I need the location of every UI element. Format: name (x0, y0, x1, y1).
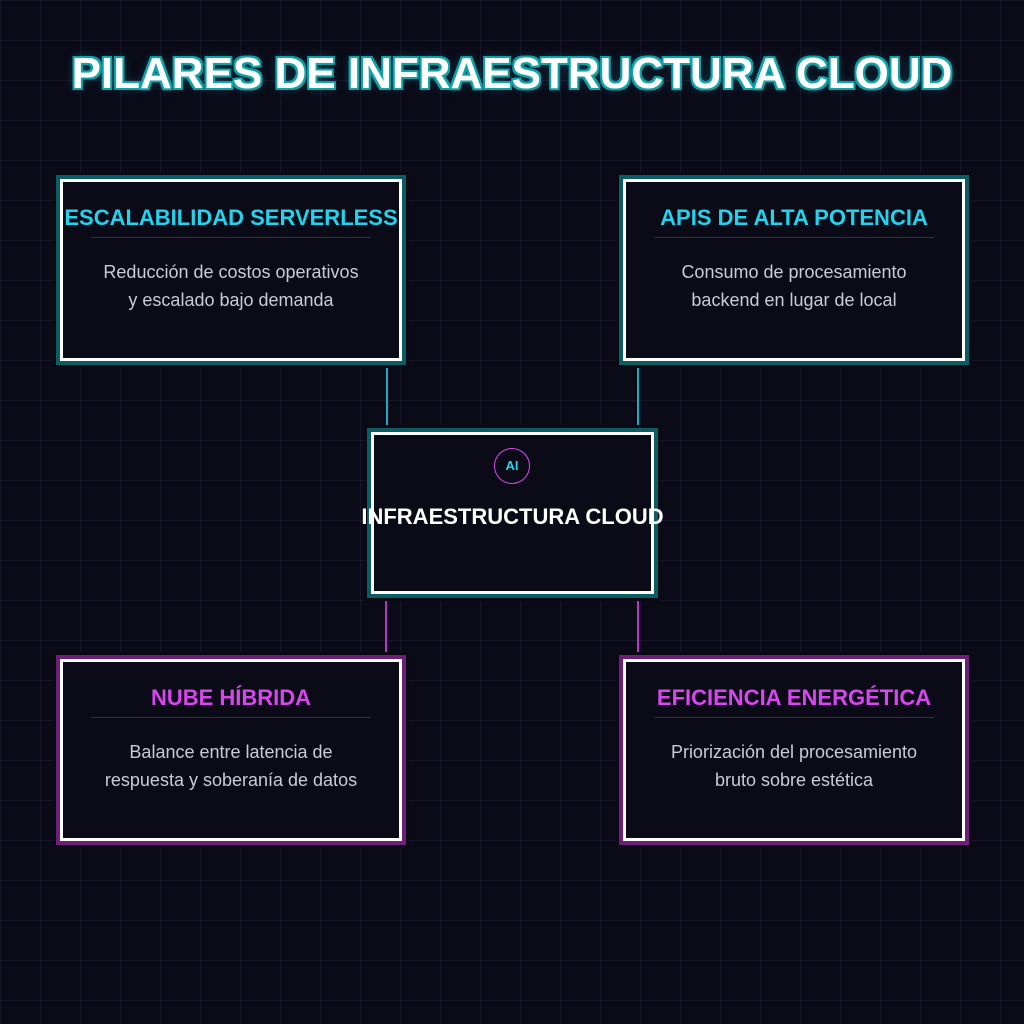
pillar-description: Balance entre latencia de respuesta y so… (104, 742, 358, 790)
ai-badge-icon: AI (494, 448, 530, 484)
center-title: INFRAESTRUCTURA CLOUD (361, 504, 664, 529)
diagram-title: PILARES DE INFRAESTRUCTURA CLOUD (71, 49, 953, 98)
pillar-description: Reducción de costos operativos y escalad… (103, 262, 359, 310)
pillar-card-apis: APIS DE ALTA POTENCIA Consumo de procesa… (623, 179, 965, 361)
pillar-card-serverless: ESCALABILIDAD SERVERLESS Reducción de co… (60, 179, 402, 361)
pillar-title: APIS DE ALTA POTENCIA (660, 205, 928, 230)
pillar-card-hybrid: NUBE HÍBRIDA Balance entre latencia de r… (60, 659, 402, 841)
pillar-card-energy: EFICIENCIA ENERGÉTICA Priorización del p… (623, 659, 965, 841)
divider (91, 237, 371, 238)
divider (654, 717, 934, 718)
pillar-description: Priorización del procesamiento bruto sob… (670, 742, 918, 790)
center-node: AI INFRAESTRUCTURA CLOUD (361, 432, 664, 594)
pillar-description: Consumo de procesamiento backend en luga… (681, 262, 907, 310)
pillar-title: EFICIENCIA ENERGÉTICA (656, 685, 932, 710)
pillar-title: NUBE HÍBRIDA (150, 685, 312, 710)
pillar-title: ESCALABILIDAD SERVERLESS (64, 205, 398, 230)
divider (91, 717, 371, 718)
divider (654, 237, 934, 238)
